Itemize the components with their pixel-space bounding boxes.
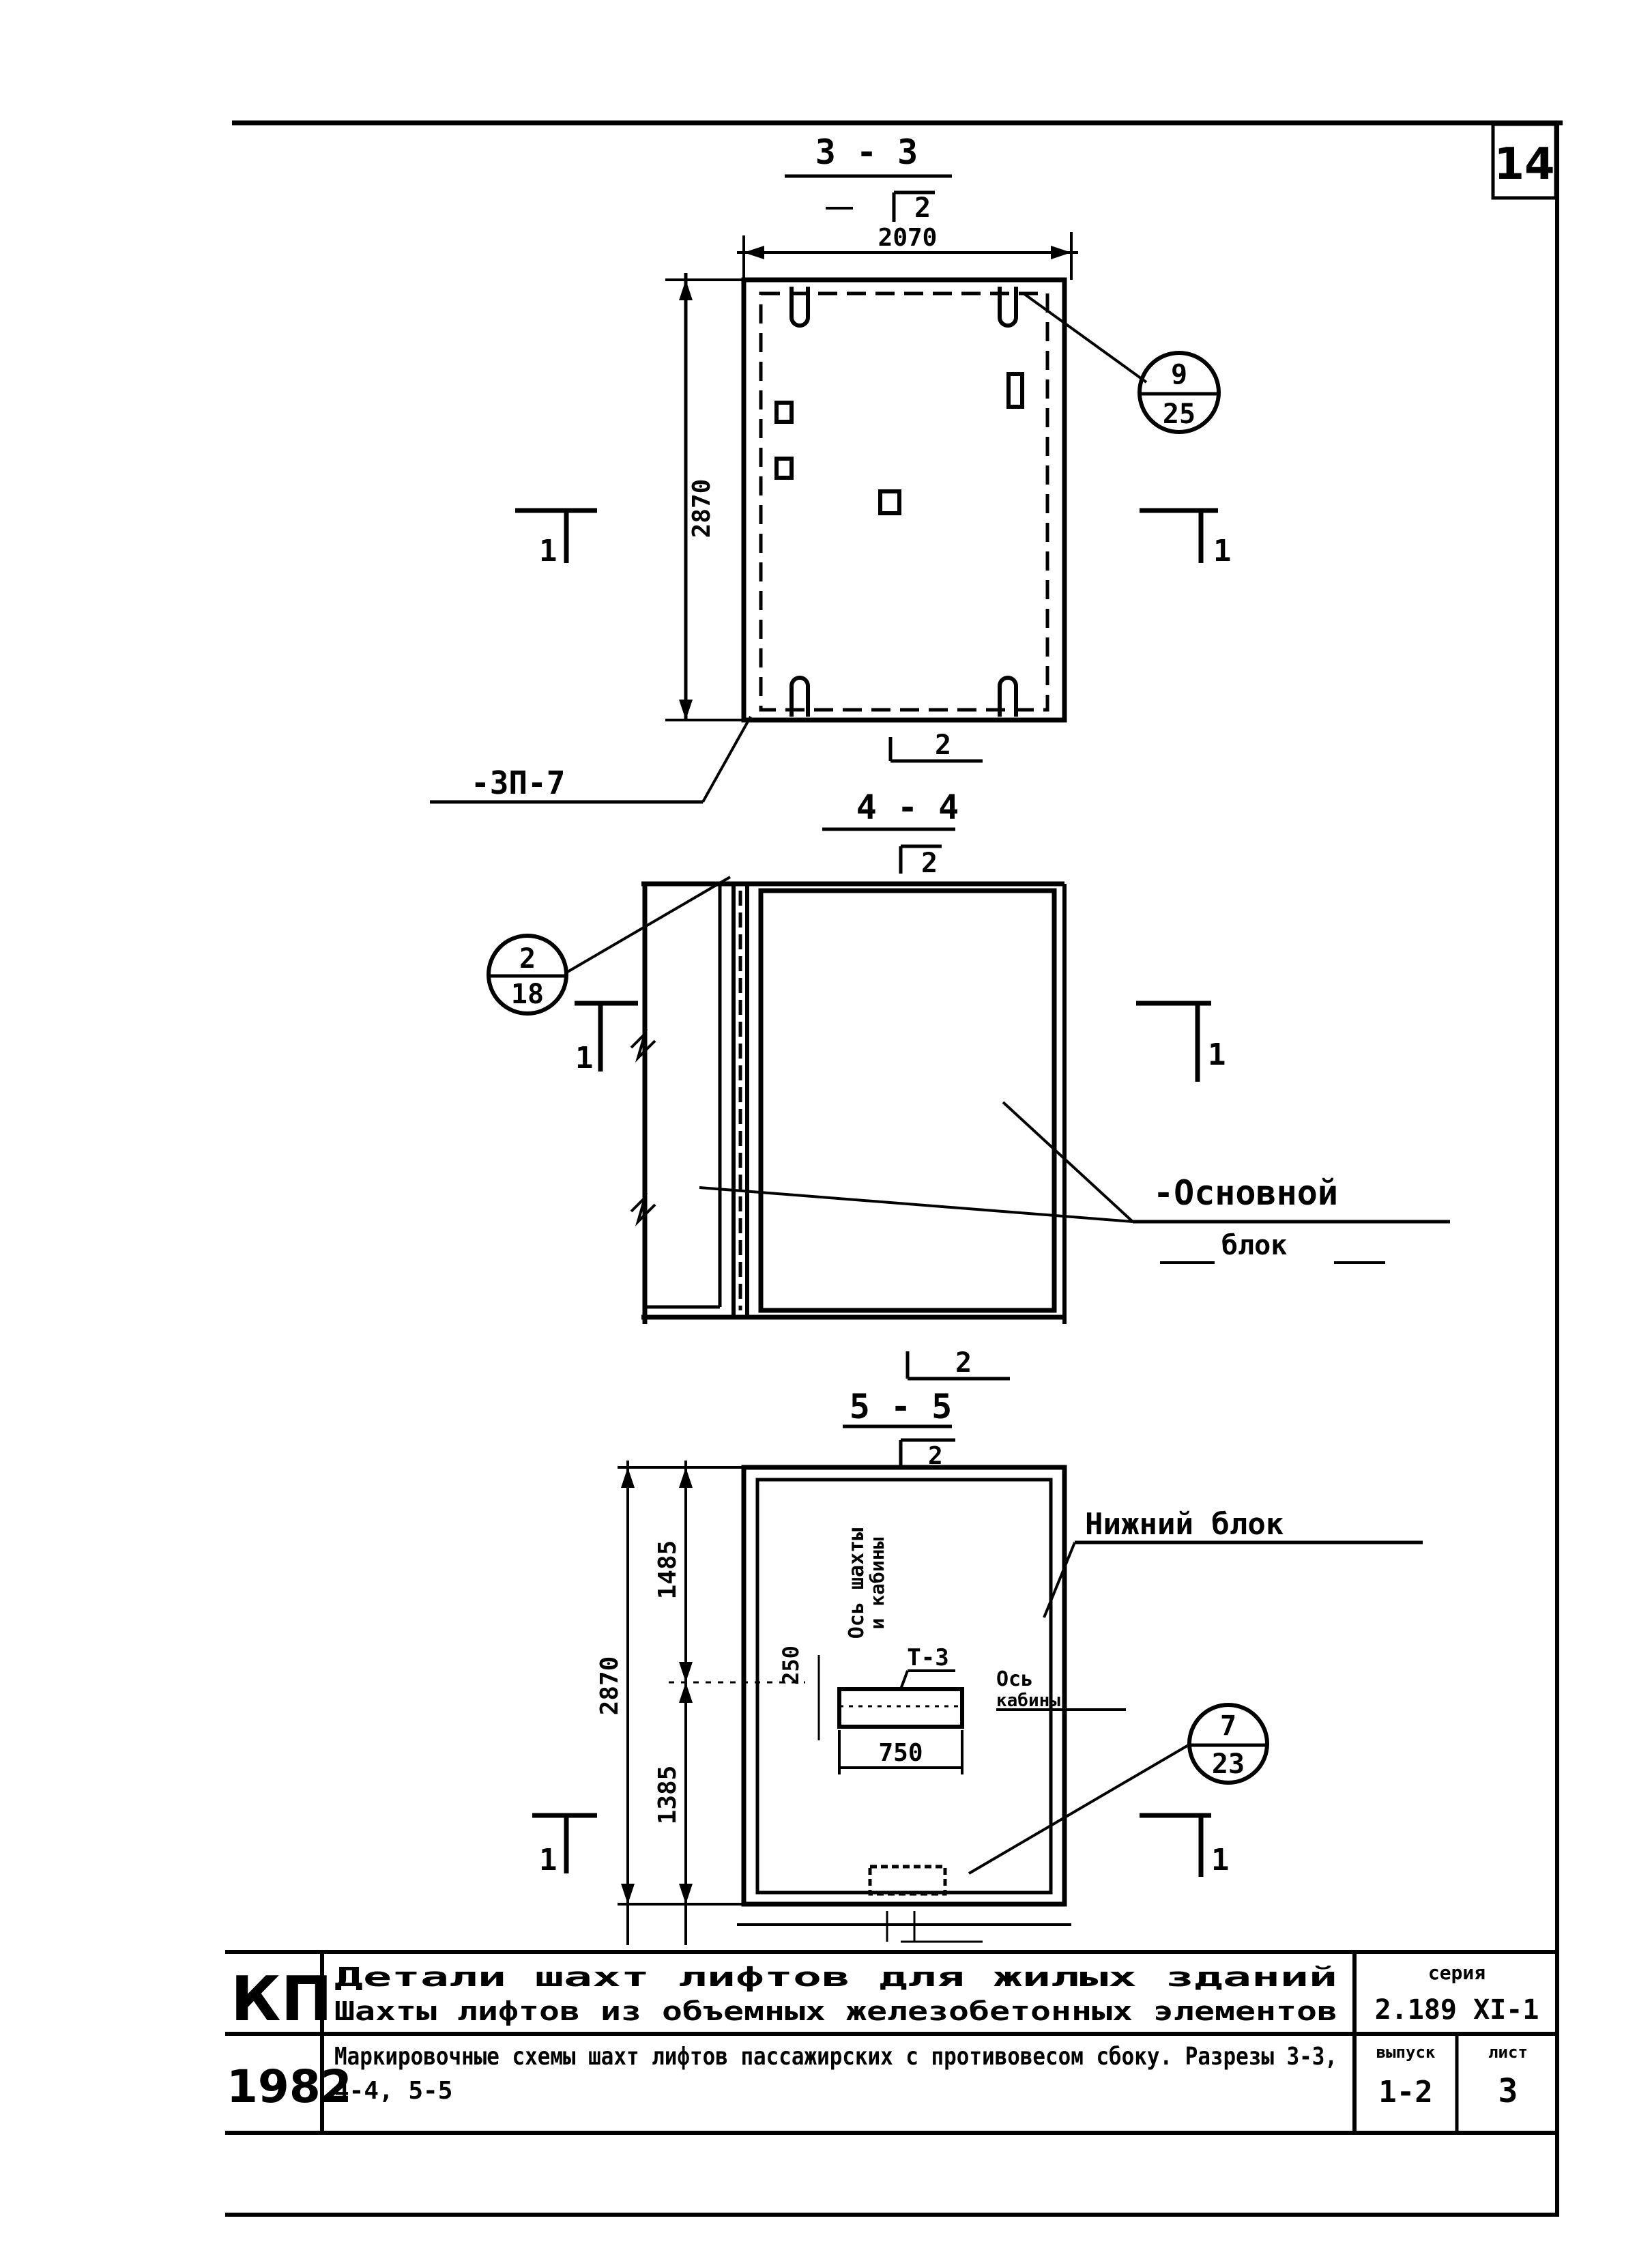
section-4-4: 4 - 4 2 2 18 1 1 -Осн bbox=[487, 788, 1450, 1381]
section-4-4-callout bbox=[487, 934, 568, 1016]
lower-block-label: Нижний блок bbox=[1085, 1507, 1284, 1542]
section-4-4-cut-left: 1 bbox=[575, 1041, 594, 1076]
section-3-3-cut-left: 1 bbox=[539, 534, 557, 569]
cabin-axis-label-2: кабины bbox=[996, 1691, 1060, 1711]
year: 1982 bbox=[227, 2060, 352, 2113]
section-3-3-height: 2870 bbox=[688, 479, 716, 538]
issue-label: выпуск bbox=[1376, 2043, 1436, 2062]
section-4-4-tag-bottom: 2 bbox=[955, 1347, 972, 1379]
shaft-axis-label-1: Ось шахты bbox=[845, 1528, 869, 1639]
shaft-axis-label-2: и кабины bbox=[866, 1537, 888, 1629]
dim-250: 250 bbox=[778, 1645, 804, 1685]
section-3-3-tag: 2 bbox=[914, 192, 931, 224]
title-line-2: Шахты лифтов из объемных железобетонных … bbox=[334, 1996, 1337, 2026]
section-5-5-outline bbox=[741, 1465, 1067, 1907]
section-3-3-label: 3 - 3 bbox=[815, 132, 918, 172]
section-5-5-callout-top: 7 bbox=[1220, 1710, 1236, 1742]
section-4-4-cut-right: 1 bbox=[1208, 1037, 1226, 1072]
section-3-3-cut-right: 1 bbox=[1213, 534, 1232, 569]
org-code: КП bbox=[231, 1964, 332, 2035]
section-3-3-callout-top: 9 bbox=[1171, 359, 1187, 390]
sheet-value: 3 bbox=[1498, 2072, 1518, 2110]
section-3-3-width: 2070 bbox=[878, 224, 938, 252]
title-line-1: Детали шахт лифтов для жилых зданий bbox=[334, 1962, 1337, 1992]
sheet-number: 14 bbox=[1494, 139, 1554, 190]
section-3-3-panel-mark: -ЗП-7 bbox=[471, 764, 565, 801]
section-5-5-callout-bottom: 23 bbox=[1212, 1749, 1245, 1780]
series-value: 2.189 XI-1 bbox=[1375, 1994, 1539, 2026]
section-4-4-tag-top: 2 bbox=[921, 848, 938, 879]
section-3-3-callout-bottom: 25 bbox=[1163, 399, 1195, 430]
description-line-1: Маркировочные схемы шахт лифтов пассажир… bbox=[334, 2043, 1337, 2071]
section-5-5-dim-upper: 1485 bbox=[654, 1540, 682, 1600]
title-block: КП 1982 Детали шахт лифтов для жилых зда… bbox=[225, 1950, 1559, 2135]
main-block-label-1: -Основной bbox=[1153, 1173, 1338, 1213]
section-4-4-main-box bbox=[758, 888, 1057, 1313]
section-3-3-callout bbox=[1137, 351, 1221, 434]
section-5-5-label: 5 - 5 bbox=[850, 1387, 953, 1426]
issue-value: 1-2 bbox=[1378, 2075, 1432, 2110]
section-4-4-callout-bottom: 18 bbox=[511, 979, 544, 1010]
section-5-5-height: 2870 bbox=[596, 1656, 624, 1716]
sheet-label: лист bbox=[1488, 2043, 1528, 2062]
section-5-5-cut-right: 1 bbox=[1211, 1843, 1230, 1878]
cabin-axis-label-1: Ось bbox=[996, 1667, 1033, 1691]
t3-element bbox=[837, 1687, 964, 1729]
section-3-3: 3 - 3 2 2070 2870 bbox=[430, 132, 1232, 804]
section-3-3-outline bbox=[741, 277, 1067, 723]
t3-mark: Т-3 bbox=[907, 1644, 948, 1671]
section-3-3-bottom-tag: 2 bbox=[935, 730, 951, 761]
section-5-5-callout bbox=[1187, 1703, 1269, 1785]
sheet-number-box bbox=[1491, 122, 1558, 200]
section-4-4-label: 4 - 4 bbox=[856, 788, 959, 827]
section-5-5-cut-left: 1 bbox=[539, 1843, 557, 1878]
section-4-4-callout-top: 2 bbox=[519, 943, 536, 975]
section-5-5-tag-top: 2 bbox=[928, 1442, 943, 1470]
dim-750: 750 bbox=[878, 1739, 923, 1767]
series-label: серия bbox=[1428, 1961, 1486, 1984]
main-block-label-2: блок bbox=[1221, 1230, 1287, 1261]
section-5-5: 5 - 5 2 2870 1485 1385 Ось шахты и кабин… bbox=[532, 1387, 1423, 1945]
description-line-2: 4-4, 5-5 bbox=[334, 2077, 452, 2105]
section-5-5-dim-lower: 1385 bbox=[654, 1766, 682, 1825]
